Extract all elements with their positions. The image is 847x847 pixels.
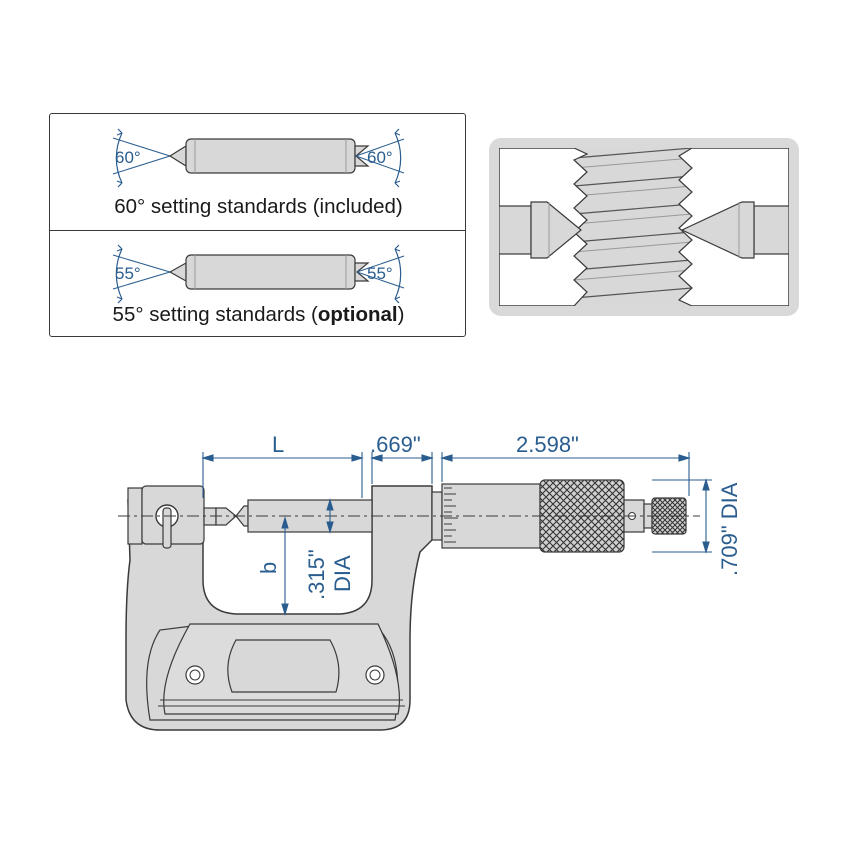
setting-standards-legend: 60° 60° 60° setting standards (included)…: [49, 113, 466, 337]
dim-label-anvil-dia-unit: DIA: [330, 555, 355, 592]
dimension-lines: [201, 452, 712, 616]
dim-label-spindle-dia: .709" DIA: [717, 482, 742, 576]
thread-detail-drawing: [499, 148, 789, 306]
angle-label-60-left: 60°: [115, 148, 141, 167]
cone-anvil: [499, 201, 582, 259]
dim-label-anvil-dia-value: .315": [304, 549, 329, 600]
angle-label-55-right: 55°: [367, 264, 393, 283]
dim-label-anvil-length: .669": [370, 432, 421, 457]
caption-60-standards: 60° setting standards (included): [50, 195, 467, 219]
angle-label-60-right: 60°: [367, 148, 393, 167]
caption-55-standards: 55° setting standards (optional): [50, 303, 467, 327]
angle-label-55-left: 55°: [115, 264, 141, 283]
setting-standard-60-drawing: 60° 60°: [112, 128, 405, 188]
caption-60-text: 60° setting standards (included): [114, 195, 403, 218]
setting-standard-55-drawing: 55° 55°: [112, 244, 405, 304]
caption-55-suffix: ): [397, 303, 405, 326]
dim-label-thimble-length: 2.598": [516, 432, 579, 457]
dim-label-throat-depth: b: [256, 562, 281, 574]
dim-label-L: L: [272, 432, 284, 457]
v-anvil: [680, 201, 789, 259]
legend-divider: [50, 230, 465, 231]
threaded-workpiece: [572, 148, 693, 306]
insulation-pad: [158, 623, 405, 715]
thread-measurement-detail: [489, 138, 799, 316]
caption-55-bold: optional: [317, 303, 398, 326]
caption-55-prefix: 55° setting standards (: [112, 303, 318, 326]
anvil-holder: [127, 485, 205, 549]
